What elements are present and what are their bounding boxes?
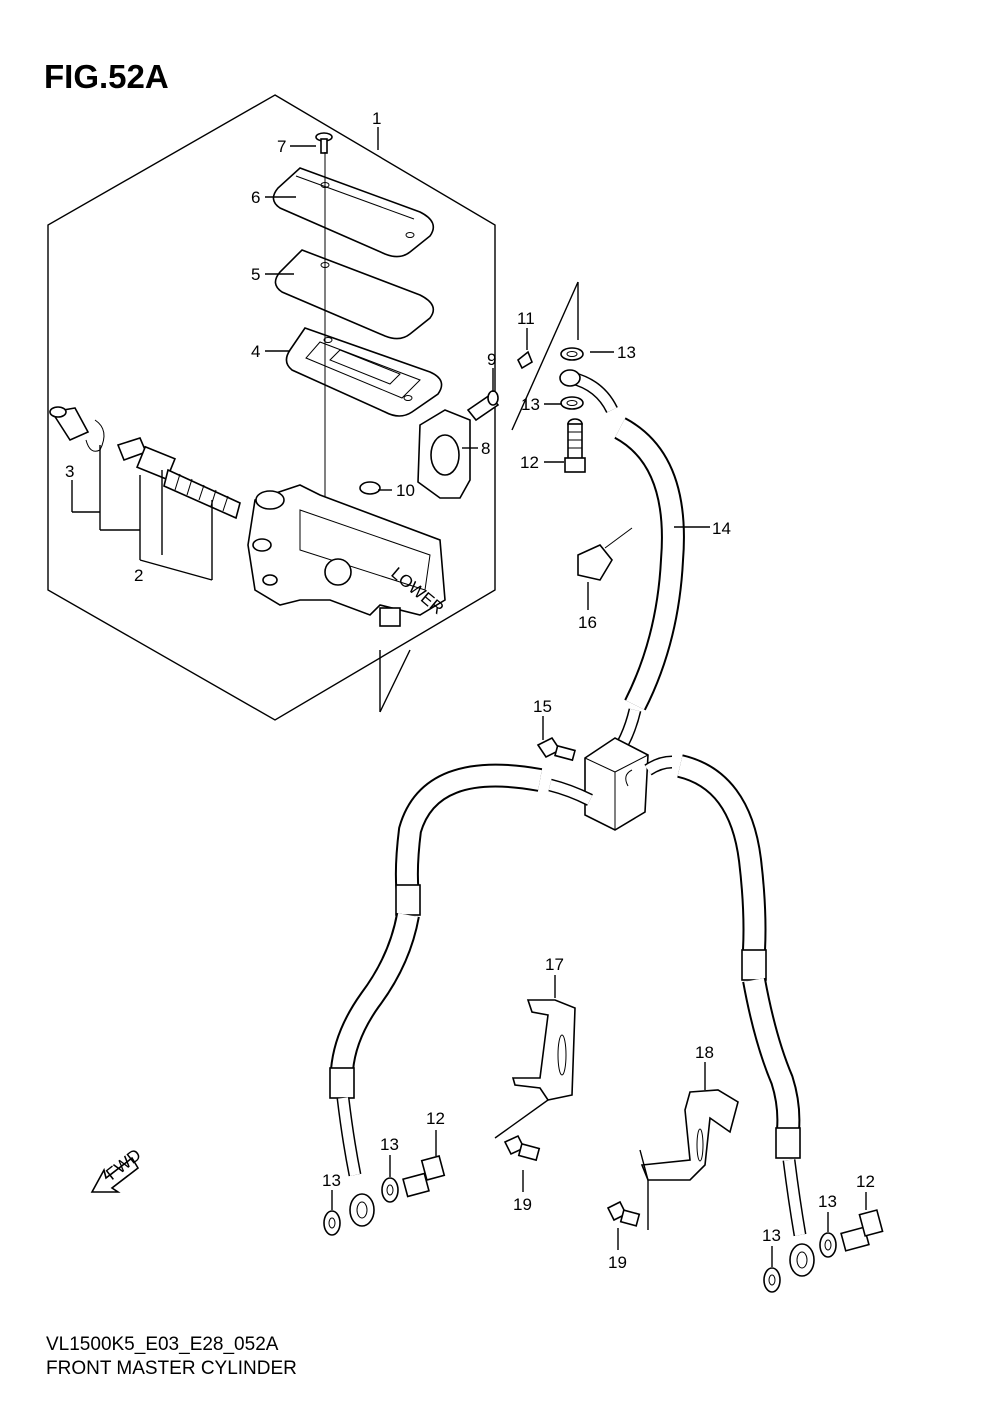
piston-kit [116,437,241,520]
callout-12-left: 12 [426,1109,445,1128]
callout-7: 7 [277,137,286,156]
callout-13-right-2: 13 [762,1226,781,1245]
washer-top-2 [560,396,584,410]
callout-18: 18 [695,1043,714,1062]
callout-8: 8 [481,439,490,458]
lever-clip [359,481,381,495]
diaphragm [285,327,443,417]
washer-left-2 [381,1177,399,1203]
union-bolt-left [402,1155,446,1198]
hose-bracket-17 [511,999,576,1101]
master-cylinder-body: LOWER [247,484,447,627]
callout-19-left: 19 [513,1195,532,1214]
callout-12-top: 12 [520,453,539,472]
callout-12-right: 12 [856,1172,875,1191]
brake-hose-joint [584,737,649,831]
callout-19-right: 19 [608,1253,627,1272]
union-bolt-right [840,1209,884,1252]
washer-left-1 [323,1210,341,1236]
callout-1: 1 [372,109,381,128]
joint-bolt [536,736,576,762]
left-lower-brake-hose [329,763,593,1227]
callout-2: 2 [134,566,143,585]
callout-5: 5 [251,265,260,284]
callout-3: 3 [65,462,74,481]
callout-10: 10 [396,481,415,500]
callout-16: 16 [578,613,597,632]
callout-11: 11 [517,309,535,328]
bleeder-cap [516,350,533,370]
washer-right-2 [819,1232,837,1258]
callout-13-top-2: 13 [521,395,540,414]
reservoir-cap [272,167,435,258]
figure-code: VL1500K5_E03_E28_052A [46,1334,279,1355]
forward-arrow-icon: FWD [90,1145,145,1193]
callout-6: 6 [251,188,260,207]
callout-13-left-2: 13 [322,1171,341,1190]
cap-screw [315,132,333,154]
circlip [85,419,105,452]
handlebar-clamp [417,409,471,499]
assembly-frame [47,94,496,721]
callout-13-right-1: 13 [818,1192,837,1211]
reservoir-plate [274,249,435,340]
hose-bracket-18 [640,1089,739,1181]
washer-top-1 [560,347,584,361]
figure-name: FRONT MASTER CYLINDER [46,1358,297,1379]
callout-13-left-1: 13 [380,1135,399,1154]
callout-15: 15 [533,697,552,716]
callout-4: 4 [251,342,260,361]
washer-right-1 [763,1267,781,1293]
hose-clamp [577,527,633,581]
callout-14: 14 [712,519,731,538]
right-lower-brake-hose [644,754,815,1277]
union-bolt-top [564,418,586,473]
callout-17: 17 [545,955,564,974]
bracket-bolt-2 [606,1200,641,1227]
dust-boot [49,406,90,442]
figure-title: FIG.52A [44,58,169,95]
callout-13-top-1: 13 [617,343,636,362]
callout-9: 9 [487,350,496,369]
clamp-bolt [466,390,500,422]
bracket-bolt-1 [503,1134,541,1162]
